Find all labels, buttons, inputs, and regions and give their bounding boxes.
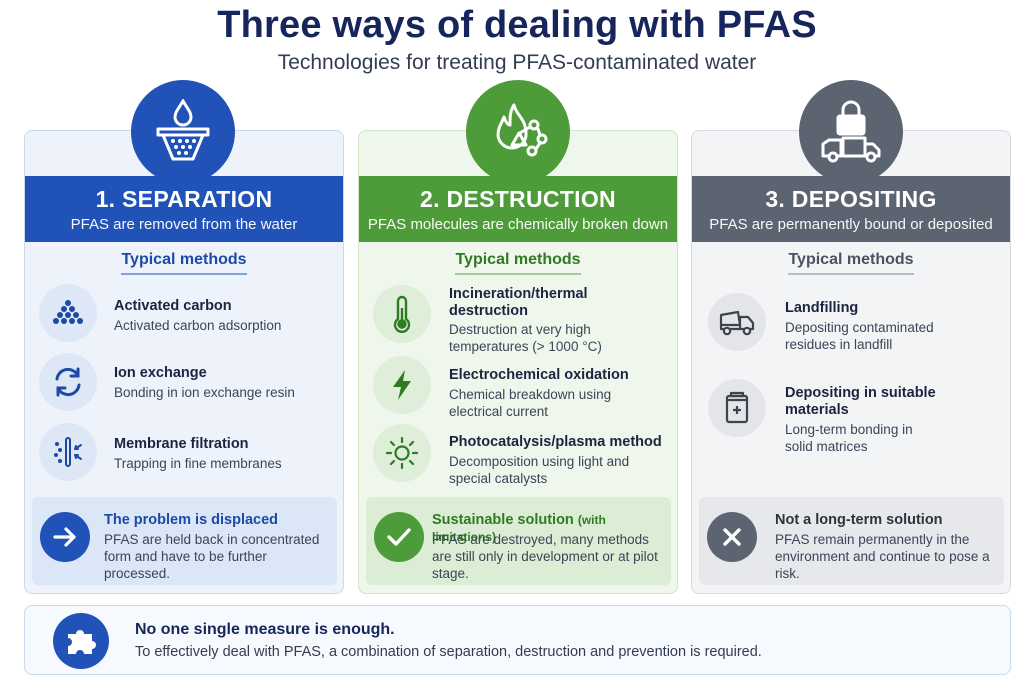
method-desc: Activated carbon adsorption bbox=[114, 318, 282, 333]
subtitle: Technologies for treating PFAS-contamina… bbox=[277, 51, 757, 74]
method-title-line2: materials bbox=[785, 402, 849, 418]
puzzle-icon bbox=[53, 613, 109, 669]
separation-title: 1. SEPARATION bbox=[95, 186, 273, 212]
depositing-note: Not a long-term solution PFAS remain per… bbox=[699, 497, 1004, 585]
exchange-arrows-icon bbox=[39, 353, 97, 411]
method-title: Membrane filtration bbox=[114, 436, 249, 452]
method-title: Electrochemical oxidation bbox=[449, 367, 629, 383]
x-icon bbox=[707, 512, 757, 562]
separation-column: 1. SEPARATION PFAS are removed from the … bbox=[24, 130, 344, 594]
method-desc: Trapping in fine membranes bbox=[114, 456, 282, 471]
note-desc: PFAS are held back in concentrated form … bbox=[104, 532, 320, 581]
note-title-qualifier: (with limitations) bbox=[432, 513, 606, 544]
method-title: Incineration/thermal bbox=[449, 286, 588, 302]
note-title-main: Sustainable solution bbox=[432, 512, 574, 528]
separation-band: 1. SEPARATION PFAS are removed from the … bbox=[25, 176, 343, 242]
note-title: The problem is displaced bbox=[104, 512, 279, 528]
separation-subtitle: PFAS are removed from the water bbox=[70, 216, 298, 233]
separation-methods-heading: Typical methods bbox=[121, 251, 247, 275]
destruction-methods-heading-wrap: Typical methods bbox=[359, 251, 677, 275]
membrane-icon bbox=[39, 423, 97, 481]
thermometer-icon bbox=[373, 285, 431, 343]
method-title: Landfilling bbox=[785, 300, 859, 316]
dump-truck-icon bbox=[708, 293, 766, 351]
method-desc: Long-term bonding in bbox=[785, 422, 913, 437]
destruction-title: 2. DESTRUCTION bbox=[420, 186, 616, 212]
method-desc-line2: residues in landfill bbox=[785, 337, 893, 352]
carbon-granules-icon bbox=[39, 284, 97, 342]
method-desc: Decomposition using light and bbox=[449, 454, 630, 469]
flame-molecule-icon bbox=[466, 80, 570, 184]
arrow-right-icon bbox=[40, 512, 90, 562]
lock-truck-icon bbox=[799, 80, 903, 184]
footer-title: No one single measure is enough. bbox=[135, 621, 395, 638]
depositing-subtitle: PFAS are permanently bound or deposited bbox=[709, 216, 993, 233]
note-desc: PFAS are destroyed, many methods are sti… bbox=[432, 532, 658, 581]
method-desc-line2: electrical current bbox=[449, 404, 549, 419]
method-title: Ion exchange bbox=[114, 365, 207, 381]
method-desc-line2: special catalysts bbox=[449, 471, 548, 486]
method-desc: Destruction at very high bbox=[449, 322, 591, 337]
main-title: Three ways of dealing with PFAS bbox=[217, 4, 817, 46]
destruction-note: Sustainable solution (with limitations) … bbox=[366, 497, 671, 585]
separation-methods-heading-wrap: Typical methods bbox=[25, 251, 343, 275]
destruction-column: 2. DESTRUCTION PFAS molecules are chemic… bbox=[358, 130, 678, 594]
lightning-icon bbox=[373, 356, 431, 414]
method-desc-line2: solid matrices bbox=[785, 439, 868, 454]
method-desc-line2: temperatures (> 1000 °C) bbox=[449, 339, 602, 354]
separation-note: The problem is displaced PFAS are held b… bbox=[32, 497, 337, 585]
depositing-band: 3. DEPOSITING PFAS are permanently bound… bbox=[692, 176, 1010, 242]
method-desc: Chemical breakdown using bbox=[449, 387, 612, 402]
checkmark-icon bbox=[374, 512, 424, 562]
method-title: Photocatalysis/plasma method bbox=[449, 434, 662, 450]
note-title: Sustainable solution (with limitations) bbox=[432, 512, 671, 546]
footer-text: To effectively deal with PFAS, a combina… bbox=[135, 644, 762, 660]
method-title: Depositing in suitable bbox=[785, 385, 936, 401]
destruction-subtitle: PFAS molecules are chemically broken dow… bbox=[367, 216, 669, 233]
depositing-methods-heading: Typical methods bbox=[788, 251, 914, 275]
container-icon bbox=[708, 379, 766, 437]
depositing-methods-heading-wrap: Typical methods bbox=[692, 251, 1010, 275]
note-title: Not a long-term solution bbox=[775, 512, 943, 528]
method-title: Activated carbon bbox=[114, 298, 232, 314]
footer-banner: No one single measure is enough. To effe… bbox=[24, 605, 1011, 675]
note-desc: PFAS remain permanently in the environme… bbox=[775, 532, 990, 581]
method-title-line2: destruction bbox=[449, 303, 528, 319]
method-desc: Depositing contaminated bbox=[785, 320, 934, 335]
depositing-title: 3. DEPOSITING bbox=[765, 186, 937, 212]
water-filter-icon bbox=[131, 80, 235, 184]
sun-icon bbox=[373, 424, 431, 482]
destruction-methods-heading: Typical methods bbox=[455, 251, 581, 275]
method-desc: Bonding in ion exchange resin bbox=[114, 385, 295, 400]
destruction-band: 2. DESTRUCTION PFAS molecules are chemic… bbox=[359, 176, 677, 242]
depositing-column: 3. DEPOSITING PFAS are permanently bound… bbox=[691, 130, 1011, 594]
